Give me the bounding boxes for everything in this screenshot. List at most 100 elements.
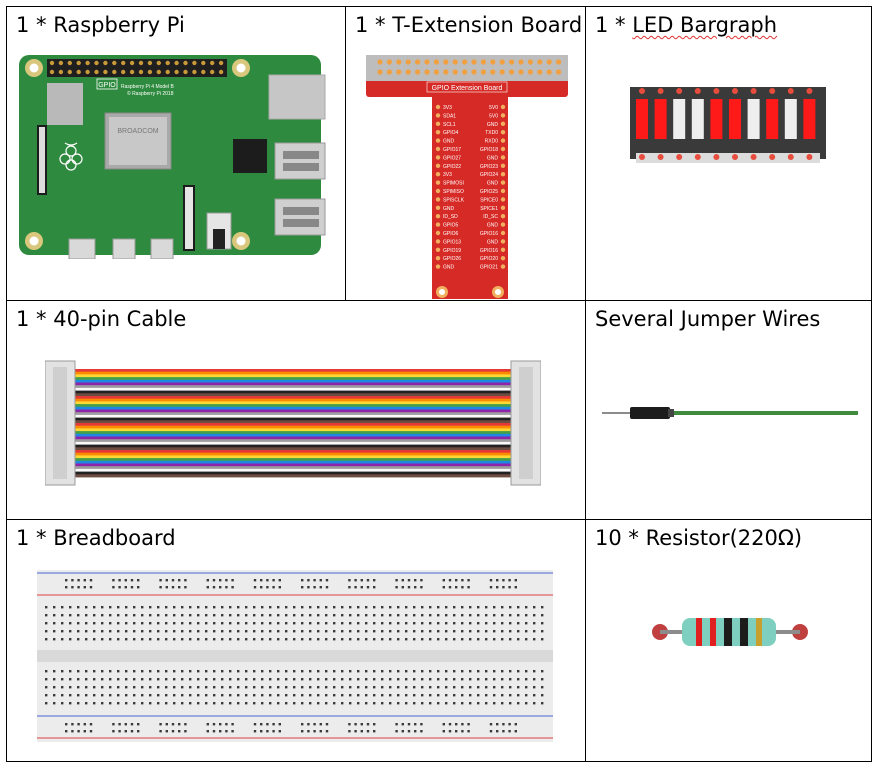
breadboard-hole: [117, 638, 120, 641]
breadboard-hole: [157, 702, 160, 705]
ribbon-wire: [65, 450, 521, 454]
breadboard-hole: [401, 730, 404, 733]
breadboard-hole: [349, 622, 352, 625]
t-board-pad: [435, 222, 441, 227]
breadboard-hole: [165, 630, 168, 633]
t-board-pin-label: SDA1: [443, 113, 456, 119]
breadboard-hole: [448, 730, 452, 733]
breadboard-hole: [360, 579, 363, 582]
breadboard-hole: [413, 622, 416, 625]
breadboard-hole: [141, 622, 144, 625]
breadboard-hole: [125, 622, 128, 625]
breadboard-hole: [253, 638, 256, 641]
t-board-pin-label: SPIMISO: [443, 189, 464, 195]
t-board-pin-label: GPIO13: [443, 239, 461, 245]
breadboard-hole: [89, 586, 93, 589]
gpio-pin: [67, 60, 72, 66]
breadboard-hole: [360, 730, 363, 733]
breadboard-hole: [93, 694, 96, 697]
breadboard-hole: [319, 579, 322, 582]
breadboard-hole: [301, 586, 304, 589]
breadboard-hole: [397, 638, 400, 641]
breadboard-hole: [533, 630, 536, 633]
gpio-pin: [218, 60, 224, 66]
item-label-led-bargraph: 1 * LED Bargraph: [595, 13, 778, 37]
breadboard-hole: [373, 630, 376, 633]
breadboard-hole: [85, 622, 88, 625]
breadboard-hole: [141, 630, 144, 633]
breadboard-hole: [453, 670, 456, 673]
header-pin: [490, 59, 496, 65]
gpio-pin: [147, 69, 153, 75]
breadboard-hole: [181, 614, 184, 617]
breadboard-hole: [307, 579, 310, 582]
breadboard-hole: [61, 670, 64, 673]
breadboard-hole: [173, 686, 176, 689]
breadboard-hole: [237, 638, 240, 641]
t-board-pin-label: RXD0: [485, 139, 499, 145]
breadboard-hole: [206, 586, 209, 589]
breadboard-hole: [83, 730, 86, 733]
header-pin: [546, 69, 552, 75]
breadboard-hole: [125, 678, 128, 681]
breadboard-hole: [354, 586, 357, 589]
breadboard-hole: [517, 630, 520, 633]
breadboard-hole: [349, 702, 352, 705]
breadboard-hole: [514, 586, 517, 589]
header-pin: [490, 69, 496, 75]
breadboard-hole: [319, 723, 322, 726]
breadboard-hole: [101, 694, 104, 697]
breadboard-hole: [159, 730, 162, 733]
breadboard-hole: [477, 678, 480, 681]
breadboard-hole: [45, 630, 48, 633]
gpio-pin: [121, 69, 126, 75]
breadboard-hole: [366, 723, 370, 726]
t-board-pin-label: SPISCLK: [443, 197, 465, 203]
breadboard-hole: [53, 638, 56, 641]
breadboard-hole: [253, 723, 257, 726]
breadboard-hole: [301, 686, 304, 689]
breadboard-hole: [125, 702, 128, 705]
header-pin: [462, 59, 468, 65]
breadboard-hole: [509, 686, 512, 689]
breadboard-hole: [231, 730, 234, 733]
breadboard-hole: [221, 686, 224, 689]
breadboard-hole: [245, 630, 248, 633]
breadboard-hole: [53, 678, 56, 681]
breadboard-hole: [365, 702, 368, 705]
breadboard-hole: [341, 638, 344, 641]
breadboard-hole: [541, 606, 544, 609]
breadboard-hole: [517, 614, 520, 617]
breadboard-hole: [245, 614, 248, 617]
ribbon-wire: [65, 387, 521, 391]
breadboard-hole: [141, 638, 144, 641]
header-pin: [499, 59, 505, 65]
breadboard-hole: [285, 686, 288, 689]
breadboard-hole: [429, 606, 432, 609]
breadboard-hole: [366, 730, 370, 733]
breadboard-hole: [313, 723, 316, 726]
breadboard-hole: [317, 694, 320, 697]
breadboard-hole: [453, 606, 456, 609]
breadboard-hole: [189, 686, 192, 689]
breadboard-hole: [93, 678, 96, 681]
breadboard-hole: [445, 670, 448, 673]
breadboard-hole: [133, 678, 136, 681]
breadboard-hole: [309, 686, 312, 689]
breadboard-hole: [157, 614, 160, 617]
gpio-pin: [103, 69, 108, 75]
breadboard-hole: [309, 622, 312, 625]
led-pin: [787, 88, 794, 94]
breadboard-hole: [453, 678, 456, 681]
ribbon-wire: [65, 401, 521, 405]
breadboard-hole: [325, 579, 329, 582]
breadboard-hole: [285, 606, 288, 609]
breadboard-hole: [461, 694, 464, 697]
breadboard-hole: [461, 723, 464, 726]
breadboard-hole: [109, 614, 112, 617]
breadboard-hole: [349, 670, 352, 673]
breadboard-hole: [421, 614, 424, 617]
breadboard-hole: [501, 678, 504, 681]
gpio-pin: [201, 60, 206, 66]
breadboard-hole: [197, 678, 200, 681]
